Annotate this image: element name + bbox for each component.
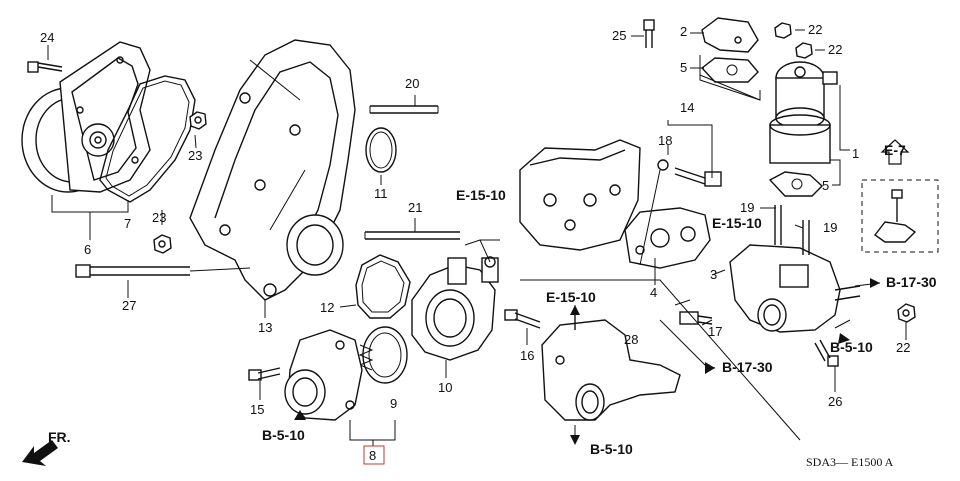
nut-22-top-a[interactable] bbox=[774, 22, 792, 39]
cylinder-head-section bbox=[519, 139, 641, 251]
nut-22-top-b[interactable] bbox=[795, 42, 813, 59]
bolt-16[interactable] bbox=[504, 309, 541, 329]
label-7: 7 bbox=[124, 216, 131, 231]
label-18: 18 bbox=[658, 133, 672, 148]
label-24: 24 bbox=[40, 30, 54, 45]
label-12: 12 bbox=[320, 300, 334, 315]
label-16: 16 bbox=[520, 348, 534, 363]
e7-up-arrow bbox=[880, 139, 910, 165]
ref-b5-10-center: B-5-10 bbox=[590, 441, 633, 457]
stud-19-right[interactable] bbox=[802, 220, 810, 255]
ref-b5-10-left: B-5-10 bbox=[262, 427, 305, 443]
label-17: 17 bbox=[708, 324, 722, 339]
nut-23-lower[interactable] bbox=[153, 234, 172, 254]
gasket-5-lower[interactable] bbox=[768, 171, 824, 197]
bolt-27[interactable] bbox=[75, 264, 190, 278]
part-number-labels: 24 6 7 23 23 27 13 20 11 21 12 10 9 15 1… bbox=[40, 22, 910, 465]
stud-19-left[interactable] bbox=[774, 205, 782, 245]
cover-plate-2[interactable] bbox=[701, 17, 759, 53]
label-20: 20 bbox=[405, 76, 419, 91]
reference-codes: E-15-10 E-15-10 E-15-10 E-7 B-17-30 B-17… bbox=[48, 142, 937, 469]
thermostat-seal-9[interactable] bbox=[362, 326, 408, 384]
bolt-25[interactable] bbox=[643, 19, 655, 48]
label-5-lower: 5 bbox=[822, 178, 829, 193]
water-pump[interactable] bbox=[21, 41, 151, 193]
label-5-upper: 5 bbox=[680, 60, 687, 75]
ref-b17-30-center: B-17-30 bbox=[722, 359, 773, 375]
label-19-right: 19 bbox=[823, 220, 837, 235]
water-inlet-3[interactable] bbox=[729, 244, 861, 333]
ref-b17-30-right: B-17-30 bbox=[886, 274, 937, 290]
thermostat-housing-10[interactable] bbox=[411, 256, 499, 361]
ref-b5-10-right: B-5-10 bbox=[830, 339, 873, 355]
gasket-4[interactable] bbox=[624, 207, 711, 269]
ref-e15-10-center: E-15-10 bbox=[456, 187, 506, 203]
label-3: 3 bbox=[710, 267, 717, 282]
nut-23-upper[interactable] bbox=[189, 111, 207, 130]
water-passage-housing[interactable] bbox=[189, 39, 356, 301]
gasket-5-upper[interactable] bbox=[700, 57, 759, 83]
ref-e15-10-lower: E-15-10 bbox=[546, 289, 596, 305]
label-8-box bbox=[363, 445, 385, 465]
label-27: 27 bbox=[122, 298, 136, 313]
ref-e15-10-right: E-15-10 bbox=[712, 215, 762, 231]
front-label: FR. bbox=[48, 429, 71, 445]
label-21: 21 bbox=[408, 200, 422, 215]
thermostat-cover-8[interactable] bbox=[284, 329, 363, 421]
label-23-lower: 23 bbox=[152, 210, 166, 225]
label-1: 1 bbox=[852, 146, 859, 161]
front-direction-arrow bbox=[22, 440, 58, 466]
label-9: 9 bbox=[390, 396, 397, 411]
label-10: 10 bbox=[438, 380, 452, 395]
sensor-14[interactable] bbox=[674, 167, 722, 187]
label-25: 25 bbox=[612, 28, 626, 43]
label-6: 6 bbox=[84, 242, 91, 257]
label-22-top-a: 22 bbox=[808, 22, 822, 37]
label-11: 11 bbox=[374, 186, 388, 201]
bolt-15[interactable] bbox=[248, 367, 281, 381]
label-13: 13 bbox=[258, 320, 272, 335]
pump-gasket[interactable] bbox=[99, 75, 196, 203]
label-23-upper: 23 bbox=[188, 148, 202, 163]
stud-21[interactable] bbox=[364, 231, 460, 240]
bolt-26[interactable] bbox=[814, 339, 839, 367]
label-22-right: 22 bbox=[896, 340, 910, 355]
label-22-top-b: 22 bbox=[828, 42, 842, 57]
label-26: 26 bbox=[828, 394, 842, 409]
e7-bracket[interactable] bbox=[873, 189, 917, 243]
label-4: 4 bbox=[650, 285, 657, 300]
label-2: 2 bbox=[680, 24, 687, 39]
thermostat-spring[interactable] bbox=[358, 344, 374, 371]
water-outlet-28[interactable] bbox=[541, 310, 681, 421]
label-8: 8 bbox=[369, 448, 376, 463]
label-15: 15 bbox=[250, 402, 264, 417]
e7-inset-box bbox=[861, 179, 939, 253]
label-14: 14 bbox=[680, 100, 694, 115]
leader-lines bbox=[47, 29, 907, 446]
nut-22-right[interactable] bbox=[897, 303, 916, 323]
o-ring-11[interactable] bbox=[365, 127, 397, 173]
gasket-12[interactable] bbox=[355, 254, 411, 319]
ref-e7: E-7 bbox=[884, 142, 906, 158]
label-28: 28 bbox=[624, 332, 638, 347]
stud-20[interactable] bbox=[369, 105, 439, 114]
washer-18[interactable] bbox=[657, 159, 669, 171]
bolt-24[interactable] bbox=[27, 61, 63, 73]
diagram-code: SDA3— E1500 A bbox=[806, 455, 894, 469]
ref-arrows bbox=[294, 278, 880, 445]
label-19-left: 19 bbox=[740, 200, 754, 215]
egr-valve-1[interactable] bbox=[769, 61, 838, 164]
